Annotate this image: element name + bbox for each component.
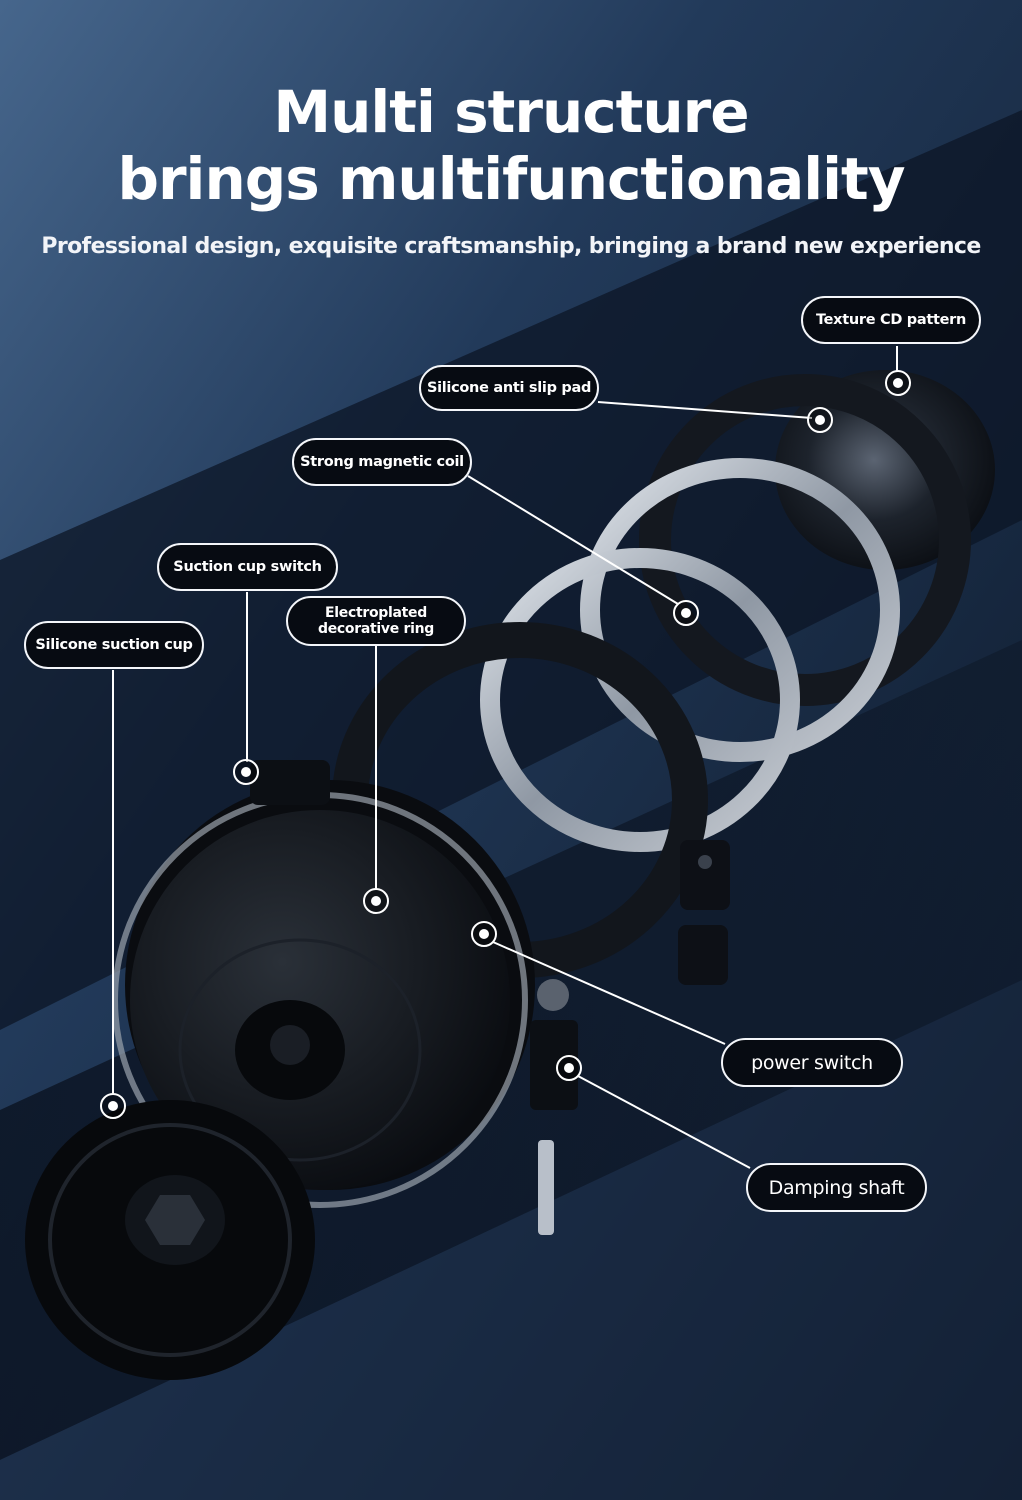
callout-electroplated-decorative-ring: Electroplated decorative ring	[286, 596, 466, 646]
marker-silicone-anti-slip-pad	[807, 407, 833, 433]
callout-texture-cd-pattern: Texture CD pattern	[801, 296, 981, 344]
marker-electroplated-decorative-ring	[363, 888, 389, 914]
marker-silicone-suction-cup	[100, 1093, 126, 1119]
callout-suction-cup-switch: Suction cup switch	[157, 543, 338, 591]
marker-suction-cup-switch	[233, 759, 259, 785]
marker-texture-cd-pattern	[885, 370, 911, 396]
callout-silicone-anti-slip-pad: Silicone anti slip pad	[419, 365, 599, 411]
marker-power-switch	[471, 921, 497, 947]
callout-silicone-suction-cup: Silicone suction cup	[24, 621, 204, 669]
subtitle: Professional design, exquisite craftsman…	[41, 234, 981, 259]
headline-line-2: brings multifunctionality	[117, 145, 905, 213]
callout-strong-magnetic-coil: Strong magnetic coil	[292, 438, 472, 486]
callout-damping-shaft: Damping shaft	[746, 1163, 927, 1212]
headline-line-1: Multi structure	[273, 78, 749, 146]
marker-strong-magnetic-coil	[673, 600, 699, 626]
callout-power-switch: power switch	[721, 1038, 903, 1087]
callout-leader-lines	[112, 346, 898, 1169]
marker-damping-shaft	[556, 1055, 582, 1081]
